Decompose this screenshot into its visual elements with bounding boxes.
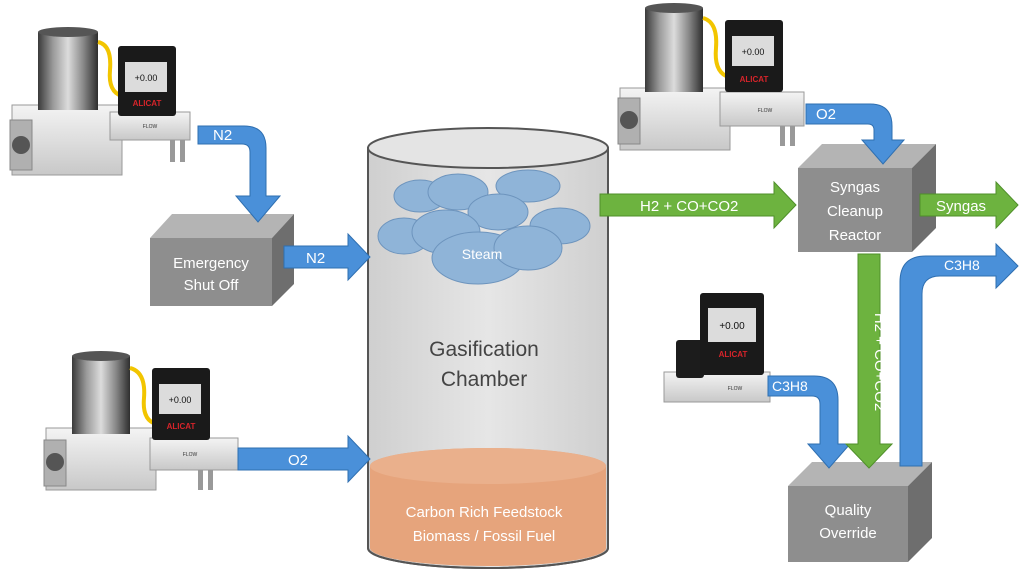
syngas-cleanup-line3: Reactor (829, 227, 882, 244)
steam-cloud (377, 169, 591, 285)
chamber-title-line1: Gasification (429, 338, 539, 361)
steam-label: Steam (462, 246, 502, 262)
device-flow-text: FLOW (143, 124, 158, 130)
syngas-cleanup-line2: Cleanup (827, 203, 883, 220)
chamber-title-line2: Chamber (441, 368, 527, 391)
arrow-n2-mid: N2 (283, 232, 371, 282)
feedstock-label-line1: Carbon Rich Feedstock (406, 504, 563, 521)
device-brand-text: ALICAT (719, 350, 748, 359)
device-display-text: +0.00 (742, 47, 765, 57)
device-brand-text: ALICAT (133, 99, 162, 108)
arrow-o2-bottom-label: O2 (288, 452, 308, 469)
syngas-cleanup-reactor-box: Syngas Cleanup Reactor (798, 144, 936, 252)
arrow-syngas-label: Syngas (936, 198, 986, 215)
emergency-shut-off-box: Emergency Shut Off (150, 214, 294, 306)
quality-label-line1: Quality (825, 502, 872, 519)
arrow-c3h8-out: C3H8 (899, 242, 1019, 467)
device-flow-text: FLOW (183, 452, 198, 458)
arrow-h2-vertical-label: H2 + CO+CO2 (871, 313, 888, 411)
arrow-h2-vertical: H2 + CO+CO2 (844, 253, 894, 469)
arrow-h2-mix: H2 + CO+CO2 (599, 180, 797, 230)
gasification-chamber: Steam Gasification Chamber Carbon Rich F… (367, 127, 609, 569)
syngas-cleanup-line1: Syngas (830, 179, 880, 196)
arrow-o2-bottom: O2 (237, 434, 371, 484)
device-display-text: +0.00 (135, 73, 158, 83)
flow-controller-device-2: +0.00 ALICAT FLOW (43, 351, 239, 491)
feedstock-label-line2: Biomass / Fossil Fuel (413, 528, 556, 545)
arrow-n2-top: N2 (197, 125, 282, 223)
emergency-label-line2: Shut Off (184, 277, 240, 294)
arrow-c3h8-in: C3H8 (767, 375, 852, 469)
flow-controller-device-4: +0.00 ALICAT FLOW (663, 293, 771, 403)
arrow-syngas: Syngas (919, 180, 1019, 230)
quality-override-box: Quality Override (788, 462, 932, 562)
arrow-c3h8-out-label: C3H8 (944, 257, 980, 273)
quality-label-line2: Override (819, 525, 877, 542)
arrow-h2-mix-label: H2 + CO+CO2 (640, 198, 738, 215)
device-flow-text: FLOW (758, 108, 773, 114)
emergency-label-line1: Emergency (173, 255, 249, 272)
arrow-c3h8-in-label: C3H8 (772, 378, 808, 394)
arrow-n2-mid-label: N2 (306, 250, 325, 267)
device-brand-text: ALICAT (167, 422, 196, 431)
arrow-o2-right-label: O2 (816, 106, 836, 123)
device-flow-text: FLOW (728, 386, 743, 392)
flow-controller-device-1: +0.00 ALICAT FLOW (9, 27, 191, 176)
flow-controller-device-3: +0.00 ALICAT FLOW (617, 3, 805, 151)
arrow-o2-right: O2 (805, 103, 906, 165)
device-display-text: +0.00 (169, 395, 192, 405)
arrow-n2-top-label: N2 (213, 127, 232, 144)
device-display-text: +0.00 (719, 321, 745, 332)
device-brand-text: ALICAT (740, 75, 769, 84)
